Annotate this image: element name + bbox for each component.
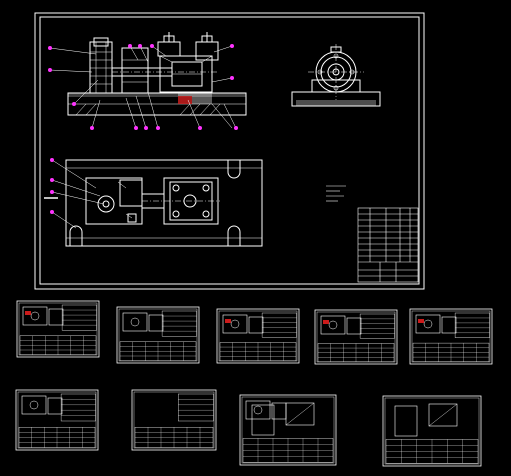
main-sheet-outer-border bbox=[34, 12, 425, 290]
thumbnail-sheets bbox=[15, 300, 493, 467]
thumbnail-sheet-1 bbox=[16, 300, 100, 358]
accent-part bbox=[178, 96, 192, 104]
thumbnail-border bbox=[16, 300, 100, 358]
middle-block bbox=[121, 47, 149, 94]
thumbnail-border bbox=[314, 309, 398, 365]
main-sheet-inner-border bbox=[39, 16, 420, 285]
front-view-callout-dots bbox=[48, 44, 238, 130]
top-view bbox=[44, 159, 263, 247]
thumbnail-border bbox=[131, 389, 217, 451]
front-view-callouts bbox=[49, 45, 237, 129]
thumbnail-sheet-6 bbox=[15, 389, 99, 451]
thumbnail-sheet-2 bbox=[116, 306, 200, 364]
thumbnail-sheet-3 bbox=[216, 308, 300, 364]
main-sheet bbox=[34, 12, 425, 290]
thumbnail-border bbox=[116, 306, 200, 364]
top-view-callout-dots bbox=[50, 158, 54, 214]
title-block bbox=[357, 207, 419, 283]
technical-notes bbox=[326, 185, 346, 202]
thumbnail-border bbox=[239, 394, 337, 466]
thumbnail-border bbox=[409, 308, 493, 365]
thumbnail-border bbox=[216, 308, 300, 364]
thumbnail-sheet-7 bbox=[131, 389, 217, 451]
thumbnail-border bbox=[15, 389, 99, 451]
top-cylinder bbox=[163, 177, 219, 225]
thumbnail-sheet-4 bbox=[314, 309, 398, 365]
thumbnail-sheet-8 bbox=[239, 394, 337, 466]
cylinder-housing bbox=[159, 55, 213, 93]
top-view-callouts bbox=[51, 159, 133, 229]
top-base bbox=[65, 159, 263, 247]
thumbnail-border bbox=[382, 395, 482, 467]
thumbnail-sheet-9 bbox=[382, 395, 482, 467]
front-section-view bbox=[67, 32, 247, 116]
base-hatch bbox=[75, 103, 221, 116]
side-view bbox=[291, 44, 381, 107]
thumbnail-sheet-5 bbox=[409, 308, 493, 365]
